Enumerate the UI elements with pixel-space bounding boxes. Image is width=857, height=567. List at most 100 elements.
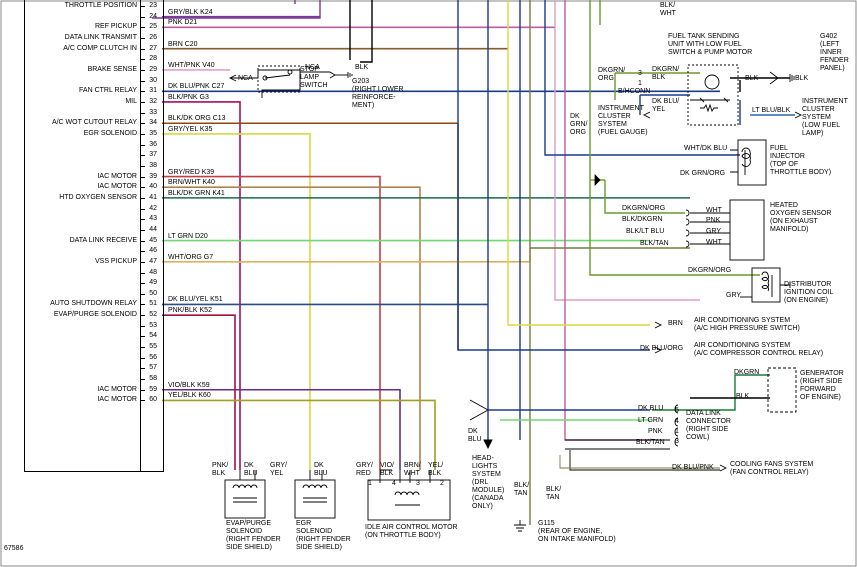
pcm-pin-tick (140, 197, 145, 199)
pcm-wire-label: GRY/RED K39 (168, 168, 215, 176)
pcm-pin-number: 42 (149, 204, 157, 212)
o2-c1-label: WHT (706, 207, 722, 214)
iac-p3-label: 3 (416, 480, 420, 487)
g402-label: G402 (LEFT INNER FENDER PANEL) (820, 33, 849, 72)
trunk-wires (152, 0, 795, 525)
pcm-pin-number: 46 (149, 247, 157, 255)
ac-relay-wire-label: DK BLU/ORG (640, 345, 684, 352)
pcm-pin-number: 39 (149, 172, 157, 180)
pcm-connector (140, 0, 164, 472)
pcm-pin-tick (140, 123, 145, 125)
dkgrn-org-label: DKGRN/ ORG (598, 67, 626, 82)
pcm-pin-tick (140, 219, 145, 221)
bhconn-label: B/HCONN (618, 88, 651, 95)
cluster-gauge-label: INSTRUMENT CLUSTER SYSTEM (FUEL GAUGE) (598, 105, 648, 136)
bottom-solenoids (224, 469, 451, 521)
fuel-blk2-label: BLK (795, 75, 809, 82)
pcm-pin-tick (140, 272, 145, 274)
pcm-pin-tick (140, 229, 145, 231)
pcm-pin-number: 40 (149, 183, 157, 191)
cooling-fan-arrow (654, 321, 728, 472)
dlc-p3-label: 3 (675, 438, 679, 445)
pcm-pin-number: 34 (149, 119, 157, 127)
pcm-pin-label: AUTO SHUTDOWN RELAY (50, 300, 137, 308)
o2-w4-label: BLK/TAN (640, 240, 669, 247)
blk-tan-2-label: BLK/ TAN (546, 486, 562, 501)
pcm-pin-label: IAC MOTOR (97, 183, 137, 191)
pcm-pin-label: FAN CTRL RELAY (79, 87, 137, 95)
iac-w2-label: VIO/ BLK (380, 462, 395, 477)
pcm-pin-number: 35 (149, 129, 157, 137)
iac-p1-label: 1 (368, 480, 372, 487)
pcm-pin-tick (140, 37, 145, 39)
pcm-pin-tick (140, 325, 145, 327)
iac-p2-label: 2 (440, 480, 444, 487)
pcm-pin-tick (140, 261, 145, 263)
fuel-blk1-label: BLK (745, 75, 759, 82)
pcm-pin-label: IAC MOTOR (97, 172, 137, 180)
egr-w2-label: DK BLU (314, 462, 328, 477)
stop-lamp-switch (228, 65, 353, 98)
pcm-pin-number: 26 (149, 33, 157, 41)
o2-w2-label: BLK/DKGRN (622, 216, 663, 223)
pcm-pin-label: HTD OXYGEN SENSOR (59, 193, 137, 201)
generator-label: GENERATOR (RIGHT SIDE FORWARD OF ENGINE) (800, 370, 844, 401)
pcm-wire-label: BLK/DK GRN K41 (168, 189, 225, 197)
fuel-tank-unit (642, 64, 803, 126)
pcm-pin-number: 55 (149, 343, 157, 351)
pcm-pin-tick (140, 283, 145, 285)
pcm-wire-label: WHT/ORG G7 (168, 253, 214, 261)
iac-p4-label: 4 (392, 480, 396, 487)
pcm-pin-number: 32 (149, 97, 157, 105)
g115-label: G115 (REAR OF ENGINE, ON INTAKE MANIFOLD… (538, 520, 616, 543)
ac-relay-label: AIR CONDITIONING SYSTEM (A/C COMPRESSOR … (694, 342, 824, 357)
pcm-pin-number: 59 (149, 385, 157, 393)
pcm-pin-label: REF PICKUP (94, 23, 137, 31)
dlc-p1-label: 1 (675, 428, 679, 435)
pcm-pin-number: 56 (149, 353, 157, 361)
data-link-connector (559, 404, 720, 471)
inj-w1-label: WHT/DK BLU (684, 145, 728, 152)
pcm-wire (162, 314, 236, 470)
pcm-pin-tick (140, 69, 145, 71)
pcm-wire-label: BRN C20 (168, 40, 198, 48)
pcm-pin-number: 23 (149, 2, 157, 9)
pcm-wire-label: WHT/PNK V40 (168, 61, 215, 69)
o2-w3-label: BLK/LT BLU (626, 228, 665, 235)
gen-w1-label: DKGRN (734, 369, 760, 376)
dlc-p4-label: 4 (675, 418, 679, 425)
pcm-wire (162, 186, 421, 470)
pcm-pin-label: DATA LINK RECEIVE (69, 236, 137, 244)
evap-w1-label: PNK/ BLK (212, 462, 229, 477)
oxygen-sensor (685, 199, 765, 261)
pcm-pin-number: 27 (149, 44, 157, 52)
pcm-pin-tick (140, 165, 145, 167)
pcm-wire-label: BRN/WHT K40 (168, 179, 215, 187)
pcm-module (24, 0, 141, 472)
pcm-wire-label: DK BLU/PNK C27 (168, 83, 225, 91)
pcm-wire (162, 388, 401, 470)
blk-wht-top-label: BLK/ WHT (660, 2, 676, 17)
gen-w2-label: BLK (736, 393, 750, 400)
pcm-pin-tick (140, 48, 145, 50)
pcm-pin-tick (140, 101, 145, 103)
pcm-pin-tick (140, 80, 145, 82)
pcm-pin-number: 24 (149, 12, 157, 20)
egr-w1-label: GRY/ YEL (270, 462, 287, 477)
fans-label: COOLING FANS SYSTEM (FAN CONTROL RELAY) (730, 461, 814, 476)
o2-w1-label: DKGRN/ORG (622, 205, 666, 212)
pcm-pin-tick (140, 368, 145, 370)
pcm-pin-label: VSS PICKUP (94, 257, 137, 265)
pcm-pin-tick (140, 315, 145, 317)
pcm-pin-number: 38 (149, 161, 157, 169)
injector-label: FUEL INJECTOR (TOP OF THROTTLE BODY) (770, 145, 832, 176)
evap-w2-label: DK BLU (244, 462, 258, 477)
pcm-pin-number: 47 (149, 257, 157, 265)
pcm-pin-number: 28 (149, 55, 157, 63)
pcm-pin-tick (140, 144, 145, 146)
generator (767, 367, 797, 413)
blk-tan-1-label: BLK/ TAN (514, 482, 530, 497)
o2-c4-label: WHT (706, 239, 722, 246)
evap-label: EVAP/PURGE SOLENOID (RIGHT FENDER SIDE S… (226, 520, 281, 551)
pcm-pin-tick (140, 400, 145, 402)
